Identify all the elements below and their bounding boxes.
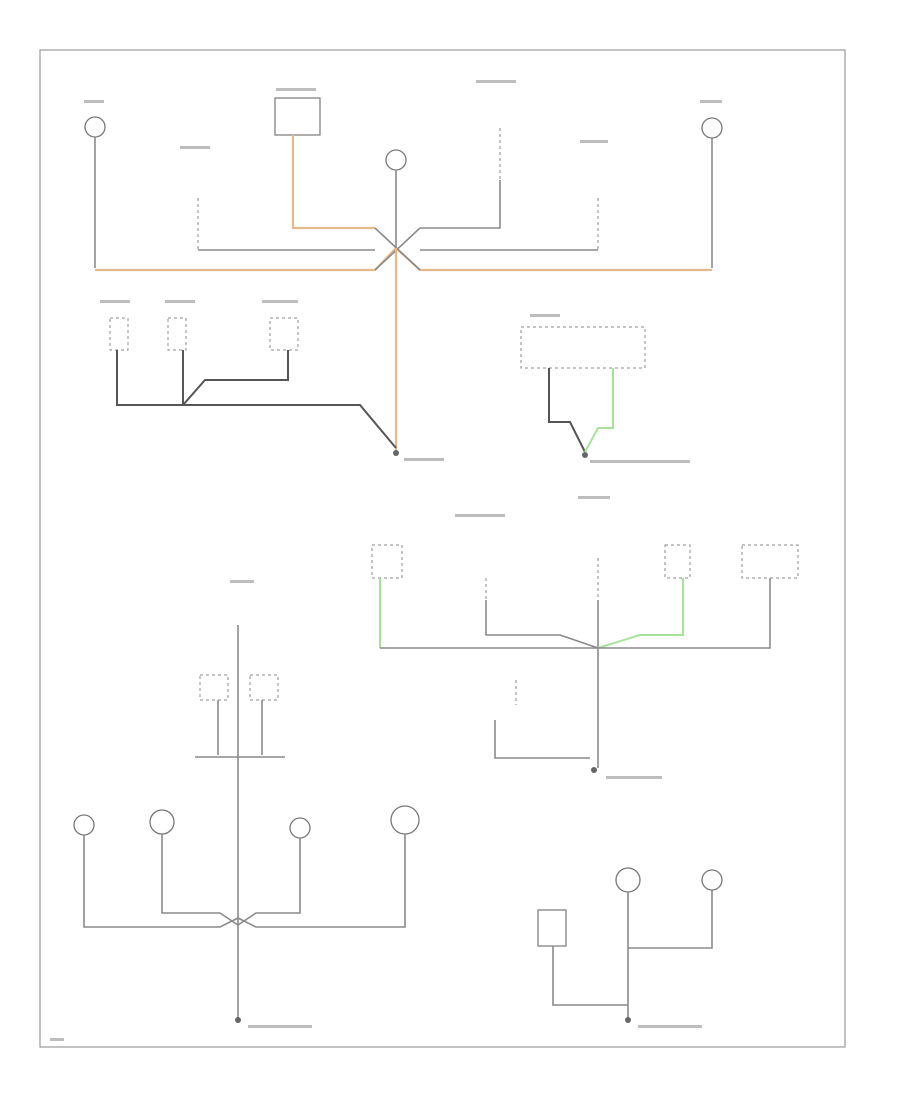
wire-mr-6 [494, 720, 590, 759]
mark [262, 300, 298, 303]
switch-lr-1 [537, 909, 567, 947]
wire-mid-left-1 [116, 350, 397, 449]
mark [700, 100, 722, 103]
mark [530, 314, 560, 317]
diagram-frame [39, 49, 846, 1048]
ground-point-middle [591, 767, 597, 773]
relay-ll-2 [249, 674, 279, 701]
mark [165, 300, 195, 303]
splice-cross [374, 227, 421, 271]
wire-mr-trunk [380, 647, 599, 768]
ground-point-lower-right [625, 1017, 631, 1023]
wire-fuel-tank-left [548, 368, 586, 453]
lamp-ll-2 [149, 809, 175, 835]
mark [404, 458, 444, 461]
module-top-center-left [274, 97, 321, 136]
lamp-lr-2 [701, 869, 723, 891]
lamp-top-right [701, 117, 723, 139]
lamp-ll-1 [73, 814, 95, 836]
switch-mid-left-3 [269, 317, 299, 351]
ground-point-top [393, 450, 399, 456]
lamp-lr-1 [615, 867, 641, 893]
wire-lr-1 [552, 946, 628, 1006]
wire-ll-lamp-2 [161, 834, 239, 926]
switch-mid-left-1 [109, 317, 129, 351]
lamp-ll-3 [289, 817, 311, 839]
wire-mr-5 [598, 578, 771, 649]
fuel-tank-box [520, 326, 646, 369]
wire-ll-lamp-4 [237, 834, 406, 928]
mark [578, 496, 610, 499]
wire-right-switch-a [420, 180, 501, 229]
wire-lr-3 [628, 890, 713, 949]
wire-fuel-tank-right [584, 368, 614, 453]
faint-annotation-marks [50, 80, 722, 1041]
wire-orange-trunk-right [395, 247, 712, 272]
mark [180, 146, 210, 149]
lower-left-ground-network [73, 625, 420, 1023]
mark [638, 1025, 702, 1028]
wire-mr-2 [485, 600, 599, 649]
mark [230, 580, 254, 583]
mark [476, 80, 516, 83]
wire-orange-trunk-left [95, 247, 397, 272]
wire-ll-lamp-1 [83, 835, 239, 928]
ground-point-fuel-tank [582, 452, 588, 458]
mark [84, 100, 104, 103]
wire-mid-left-3 [182, 350, 289, 406]
wire-module-orange [291, 135, 375, 230]
mid-left-switches [109, 317, 397, 449]
mark [276, 88, 316, 91]
mark [455, 514, 505, 517]
mark [100, 300, 130, 303]
switch-mr-1 [371, 544, 403, 579]
mark [590, 460, 690, 463]
wire-mr-4 [597, 578, 684, 649]
switch-mid-left-2 [167, 317, 187, 351]
wire-ll-lamp-3 [237, 838, 301, 926]
lamp-ll-4 [390, 805, 420, 835]
middle-right-ground-network [371, 544, 799, 773]
lamp-top-center [385, 149, 407, 171]
top-ground-network [84, 97, 723, 456]
ground-point-lower-left [235, 1017, 241, 1023]
mark [606, 776, 662, 779]
relay-ll-1 [199, 674, 229, 701]
mark [580, 140, 608, 143]
mark [50, 1038, 64, 1041]
fuel-tank-unit [520, 326, 646, 458]
mark [248, 1025, 312, 1028]
lower-right-ground-network [537, 867, 723, 1023]
switch-mr-4 [664, 544, 691, 579]
switch-mr-5 [741, 544, 799, 579]
lamp-top-left [84, 116, 106, 138]
